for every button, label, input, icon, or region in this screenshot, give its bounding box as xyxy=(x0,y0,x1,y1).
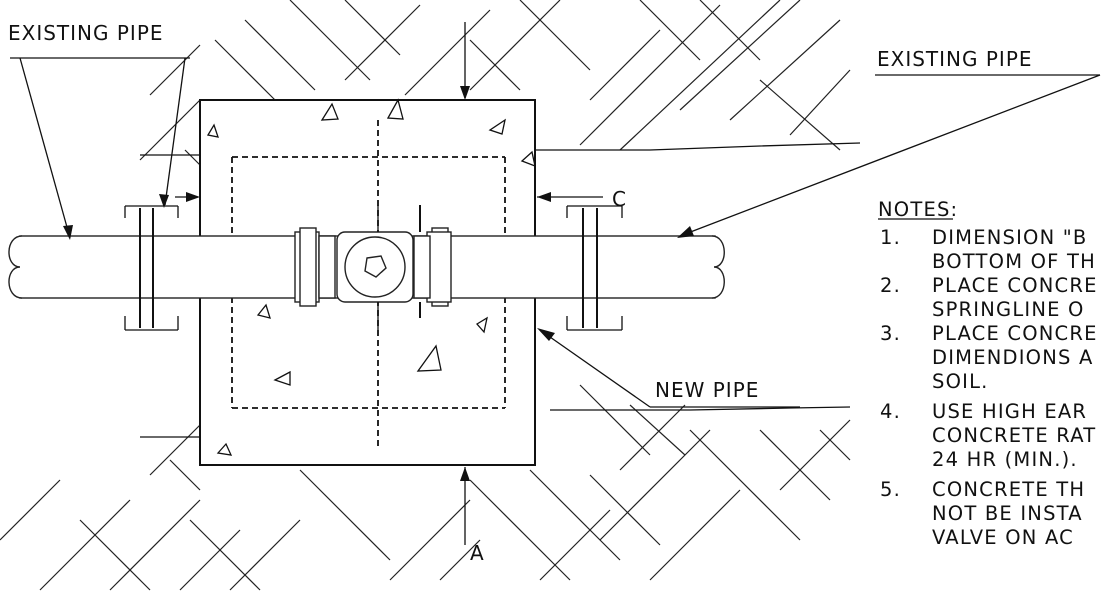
existing-pipe-right-label: EXISTING PIPE xyxy=(877,47,1033,71)
dimension-arrows xyxy=(175,22,603,545)
note-5-num: 5. xyxy=(880,478,901,501)
note-2-num: 2. xyxy=(880,274,901,297)
new-pipe-label: NEW PIPE xyxy=(655,378,759,402)
dimension-c-label: C xyxy=(612,187,627,211)
note-2-line-2: SPRINGLINE O xyxy=(932,298,1085,321)
arrow-icon xyxy=(537,192,551,202)
ground-lines xyxy=(140,142,861,438)
valve-assembly xyxy=(294,205,452,330)
valve-nut-icon xyxy=(364,255,387,278)
arrow-icon xyxy=(186,192,200,202)
note-4-line-1: USE HIGH EAR xyxy=(932,400,1087,423)
existing-pipe-left-label: EXISTING PIPE xyxy=(8,21,164,45)
dimension-a-label: A xyxy=(470,541,485,565)
note-1-line-1: DIMENSION "B xyxy=(932,226,1088,249)
aggregate-triangle-icons xyxy=(206,98,536,456)
note-4-line-2: CONCRETE RAT xyxy=(932,424,1096,447)
note-5-line-3: VALVE ON AC xyxy=(932,526,1074,549)
note-1-line-2: BOTTOM OF TH xyxy=(932,250,1096,273)
flange-icon xyxy=(566,205,623,331)
note-3-line-2: DIMENDIONS A xyxy=(932,346,1094,369)
arrow-icon xyxy=(460,467,470,481)
pipe-break-right xyxy=(711,235,725,299)
note-3-line-1: PLACE CONCRE xyxy=(932,322,1098,345)
pipe-assembly xyxy=(8,205,725,331)
flange-icon xyxy=(124,205,179,331)
note-3-num: 3. xyxy=(880,322,901,345)
leader-lines xyxy=(10,57,1101,408)
arrow-icon xyxy=(460,86,470,100)
note-5-line-1: CONCRETE TH xyxy=(932,478,1085,501)
note-2-line-1: PLACE CONCRE xyxy=(932,274,1098,297)
note-4-num: 4. xyxy=(880,400,901,423)
note-4-line-3: 24 HR (MIN.). xyxy=(932,448,1078,471)
notes-heading: NOTES: xyxy=(878,198,958,221)
pipe-break-left xyxy=(8,235,23,299)
notes-block: NOTES: 1. DIMENSION "B BOTTOM OF TH 2. P… xyxy=(878,198,1098,549)
note-5-line-2: NOT BE INSTA xyxy=(932,502,1083,525)
earth-hatching xyxy=(0,0,851,591)
note-1-num: 1. xyxy=(880,226,901,249)
note-3-line-3: SOIL. xyxy=(932,370,989,393)
